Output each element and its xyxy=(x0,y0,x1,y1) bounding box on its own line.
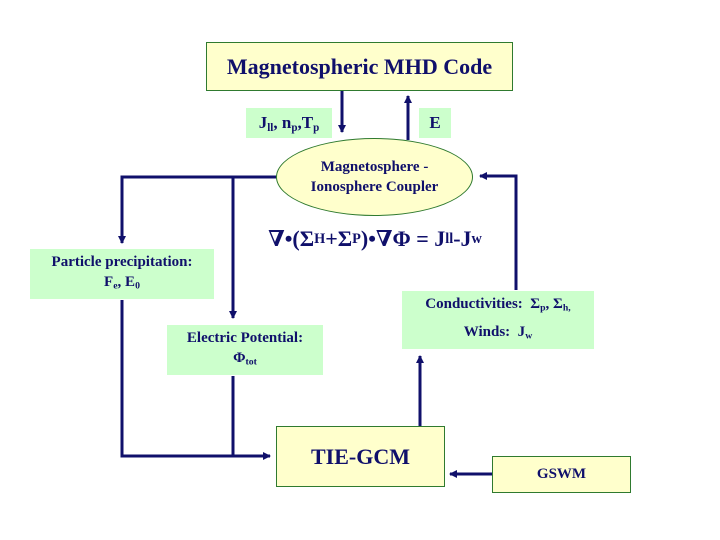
particle-title: Particle precipitation: xyxy=(51,253,193,270)
tiegcm-box: TIE-GCM xyxy=(276,426,445,487)
mhd-code-box: Magnetospheric MHD Code xyxy=(206,42,513,91)
j-label: Jll, np,Tp xyxy=(258,112,320,134)
currents-label-box: Jll, np,Tp xyxy=(246,108,332,138)
conductivities-winds-box: Conductivities: Σp, Σh, Winds: Jw xyxy=(402,291,594,349)
electric-potential-box: Electric Potential: Φtot xyxy=(167,325,323,375)
potential-value: Φtot xyxy=(233,349,257,368)
mhd-code-label: Magnetospheric MHD Code xyxy=(226,53,493,79)
line-particle-to-tiegcm xyxy=(120,300,271,460)
potential-title: Electric Potential: xyxy=(186,329,304,346)
gswm-label: GSWM xyxy=(536,466,587,482)
conductivities-line: Conductivities: Σp, Σh, xyxy=(425,295,571,313)
particle-precipitation-box: Particle precipitation: Fe, E0 xyxy=(30,249,214,299)
tiegcm-label: TIE-GCM xyxy=(311,443,410,469)
winds-line: Winds: Jw xyxy=(463,324,533,342)
mi-coupler-ellipse: Magnetosphere - Ionosphere Coupler xyxy=(276,138,473,216)
coupler-line2: Ionosphere Coupler xyxy=(310,179,439,195)
e-label: E xyxy=(429,113,441,132)
gswm-box: GSWM xyxy=(492,456,631,493)
arrow-conductivities-to-coupler xyxy=(479,172,518,290)
particle-values: Fe, E0 xyxy=(104,273,140,292)
arrow-coupler-to-particle xyxy=(118,175,276,244)
e-field-label-box: E xyxy=(419,108,451,138)
coupler-line1: Magnetosphere - xyxy=(320,159,429,175)
